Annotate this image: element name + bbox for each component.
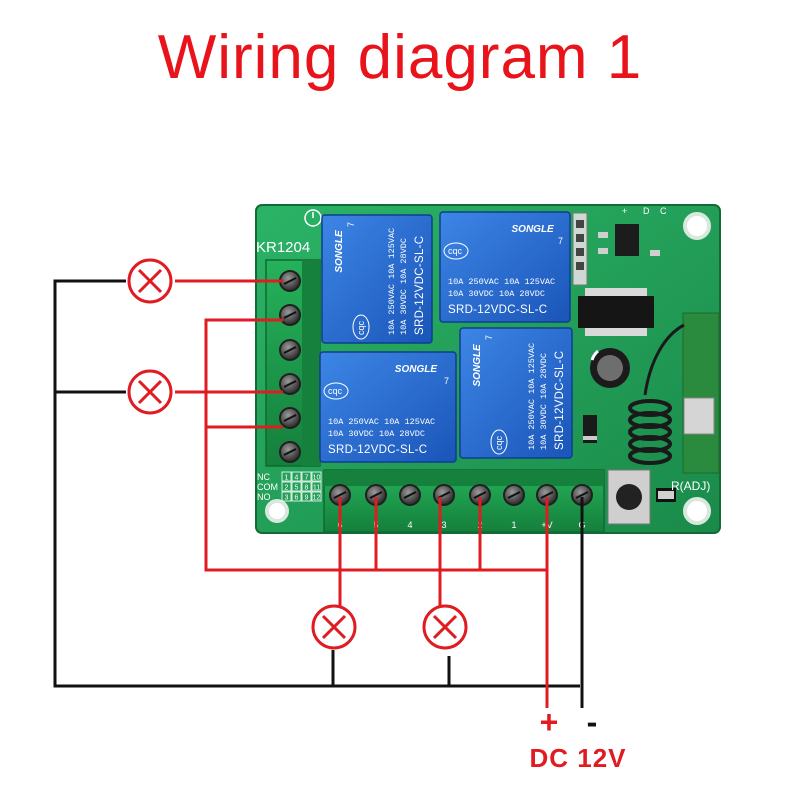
legend-cell: 3	[285, 495, 289, 502]
relay-count: 7	[484, 335, 494, 340]
relay: SONGLE cqc 7 10A 250VAC 10A 125VAC 10A 30VDC…	[439, 211, 571, 323]
relay-spec-2: 10A 30VDC 10A 28VDC	[539, 353, 549, 450]
legend-cell: 2	[285, 485, 289, 492]
relay-model: SRD-12VDC-SL-C	[448, 304, 547, 316]
relay-spec-1: 10A 250VAC 10A 125VAC	[328, 417, 435, 427]
black-wiring	[53, 279, 584, 708]
terminal-screw	[279, 339, 301, 361]
adj-label: R(ADJ)	[671, 479, 710, 493]
terminal-screw	[536, 484, 558, 506]
legend-row-label: NO	[257, 492, 271, 502]
relay-board: KR1204 + D C	[255, 204, 721, 534]
terminal-screw	[279, 441, 301, 463]
lamp-icon	[127, 369, 173, 415]
header-label: D	[643, 206, 650, 216]
dip-ic	[578, 288, 654, 336]
terminal-screw	[469, 484, 491, 506]
legend-cell: 5	[295, 485, 299, 492]
power-label: DC 12V	[529, 743, 626, 773]
legend-row-label: COM	[257, 482, 278, 492]
wire-return-main	[53, 279, 580, 688]
relay-spec-2: 10A 30VDC 10A 28VDC	[399, 238, 409, 335]
antenna-coil	[628, 323, 685, 465]
left-terminal-block	[265, 259, 321, 467]
resistor	[598, 248, 608, 254]
legend-cell: 10	[313, 475, 321, 482]
mounting-hole	[683, 497, 711, 525]
relay-spec-1: 10A 250VAC 10A 125VAC	[527, 343, 537, 450]
mounting-hole	[683, 212, 711, 240]
terminal-screw	[433, 484, 455, 506]
relay-brand: SONGLE	[395, 364, 438, 375]
legend-cell: 7	[305, 475, 309, 482]
diagram-title: Wiring diagram 1	[157, 23, 643, 92]
legend-cell: 9	[305, 495, 309, 502]
legend-cell: 1	[285, 475, 289, 482]
lamp-icon	[311, 604, 357, 650]
relay-mark: cqc	[494, 435, 504, 450]
smd-chip	[615, 224, 639, 256]
legend-cell: 4	[295, 475, 299, 482]
terminal-screw	[279, 373, 301, 395]
terminal-screw	[365, 484, 387, 506]
relay-count: 7	[558, 236, 563, 246]
terminal-screw	[571, 484, 593, 506]
relay-mark: cqc	[328, 386, 343, 396]
header-label: C	[660, 206, 667, 216]
clock-icon	[304, 209, 322, 227]
relay-model: SRD-12VDC-SL-C	[554, 351, 566, 450]
relay-count: 7	[346, 222, 356, 227]
rf-module	[682, 312, 720, 474]
relay-brand: SONGLE	[472, 344, 483, 387]
power-plus-sign: +	[540, 704, 559, 740]
pin-label: 3	[441, 520, 446, 530]
red-wiring	[175, 279, 549, 708]
legend-row-label: NC	[257, 472, 270, 482]
bottom-terminal-block	[323, 469, 605, 533]
relay-spec-1: 10A 250VAC 10A 125VAC	[448, 277, 555, 287]
relay-count: 7	[444, 376, 449, 386]
relay-mark: cqc	[448, 246, 463, 256]
board-model-label: KR1204	[256, 239, 310, 256]
legend-cell: 11	[313, 485, 320, 492]
relay-spec-2: 10A 30VDC 10A 28VDC	[448, 289, 545, 299]
top-header: + D C	[572, 206, 667, 286]
terminal-screw	[329, 484, 351, 506]
learn-button	[607, 469, 651, 525]
header-label: +	[622, 206, 627, 216]
legend-cell: 12	[313, 495, 321, 502]
pin-label: 1	[511, 520, 516, 530]
relay-brand: SONGLE	[334, 230, 345, 273]
terminal-screw	[279, 270, 301, 292]
capacitor	[590, 348, 630, 388]
legend-cell: 8	[305, 485, 309, 492]
terminal-screw	[279, 304, 301, 326]
resistor	[598, 232, 608, 238]
relay-model: SRD-12VDC-SL-C	[414, 236, 426, 335]
relay-mark: cqc	[356, 320, 366, 335]
mounting-hole	[265, 499, 289, 523]
relay-spec-2: 10A 30VDC 10A 28VDC	[328, 429, 425, 439]
relay-brand: SONGLE	[512, 224, 555, 235]
terminal-screw	[399, 484, 421, 506]
lamp-icon	[127, 258, 173, 304]
terminal-screw	[503, 484, 525, 506]
relay-spec-1: 10A 250VAC 10A 125VAC	[387, 228, 397, 335]
relay-model: SRD-12VDC-SL-C	[328, 444, 427, 456]
terminal-screw	[279, 407, 301, 429]
pin-label: 4	[407, 520, 412, 530]
relay: SONGLE cqc 7 10A 250VAC 10A 125VAC 10A 30VDC…	[319, 351, 457, 463]
lamp-icon	[422, 604, 468, 650]
power-minus-sign: -	[587, 704, 598, 740]
legend-cell: 6	[295, 495, 299, 502]
resistor	[650, 250, 660, 256]
